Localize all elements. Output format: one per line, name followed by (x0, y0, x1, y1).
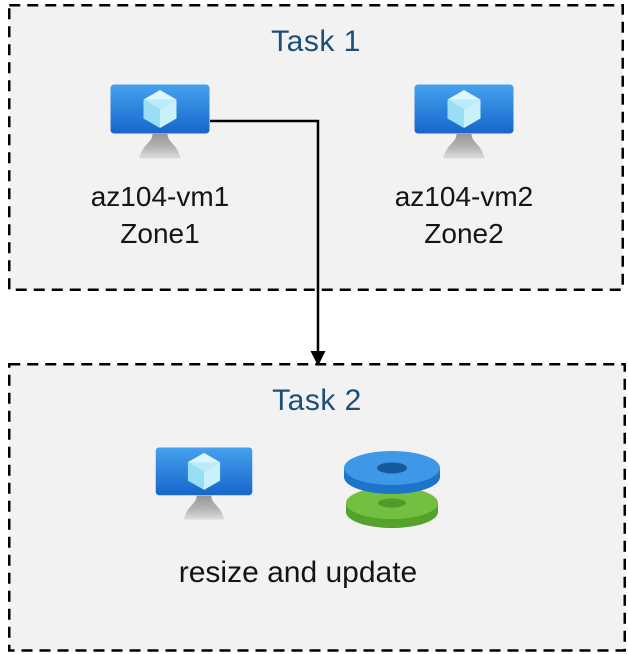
vm-icon (155, 447, 253, 520)
arrow-line (210, 119, 320, 352)
task2-caption: resize and update (178, 556, 418, 589)
vm-icon (414, 84, 514, 159)
vm2-zone: Zone2 (424, 218, 504, 249)
task1-title: Task 1 (271, 25, 361, 58)
vm1-name: az104-vm1 (90, 181, 230, 212)
disk-blue (344, 451, 440, 494)
vm1-zone: Zone1 (120, 218, 200, 249)
arrow-head-icon (310, 351, 326, 366)
vm-icon (110, 84, 210, 159)
vm2-name: az104-vm2 (394, 181, 534, 212)
disks-icon (344, 451, 440, 528)
disk-green (346, 487, 438, 528)
vm1-label: az104-vm1 Zone1 (40, 178, 280, 252)
vm2-label: az104-vm2 Zone2 (344, 178, 584, 252)
task2-title: Task 2 (272, 384, 362, 417)
task2-box (8, 363, 626, 652)
task1-box (8, 4, 624, 291)
